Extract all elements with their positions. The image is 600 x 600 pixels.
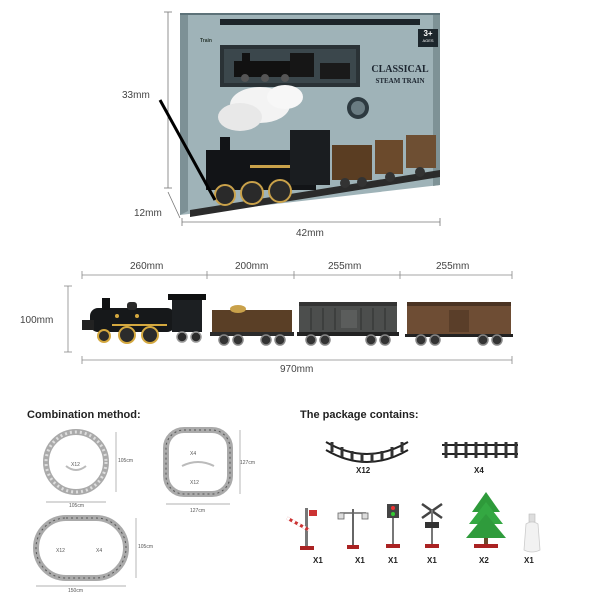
boxcar (405, 302, 513, 346)
curved-track-qty: X12 (356, 466, 371, 475)
age-badge: 3+ (423, 29, 433, 38)
car-length-label: 255mm (436, 261, 470, 272)
box-title-line2: STEAM TRAIN (375, 77, 425, 85)
signal-light-icon (386, 504, 400, 548)
accessory-qty: X1 (313, 556, 323, 565)
smoke-oil-bottle-icon (523, 513, 541, 553)
box-height-label: 33mm (122, 90, 150, 101)
box-width-label: 42mm (296, 228, 324, 239)
freight-car (297, 302, 399, 346)
straight-track-qty: X4 (474, 466, 484, 475)
locomotive (82, 294, 206, 344)
box-title-line1: CLASSICAL (371, 64, 429, 75)
circle-side-label: 105cm (118, 458, 134, 464)
straight-track-icon (442, 442, 518, 458)
product-box (150, 5, 450, 235)
oval-curve-label: X12 (56, 548, 65, 554)
train-height-label: 100mm (20, 315, 54, 326)
train-total-label: 970mm (280, 364, 314, 375)
combination-heading: Combination method: (27, 409, 141, 421)
oval-bottom-label: 150cm (68, 588, 84, 594)
square-track-layout (163, 427, 241, 505)
accessory-qty: X1 (524, 556, 534, 565)
square-curve-label: X12 (190, 480, 199, 486)
oval-straight-label: X4 (96, 548, 103, 554)
square-bottom-label: 127cm (190, 508, 206, 514)
accessory-qty: X2 (479, 556, 489, 565)
curved-track-icon (325, 441, 409, 463)
circle-track-layout (43, 429, 117, 503)
oval-track-layout (33, 515, 137, 587)
car-length-label: 255mm (328, 261, 362, 272)
circle-bottom-label: 105cm (69, 503, 85, 509)
railroad-crossing-gate-icon (286, 508, 317, 550)
accessory-qty: X1 (427, 556, 437, 565)
square-straight-label: X4 (190, 451, 197, 457)
accessory-qty: X1 (355, 556, 365, 565)
street-lamp-icon (337, 509, 369, 549)
circle-piece-label: X12 (71, 462, 80, 468)
age-badge-sub: AGES (422, 38, 434, 43)
square-side-label: 127cm (240, 460, 256, 466)
crossing-sign-icon (421, 502, 443, 548)
accessory-qty: X1 (388, 556, 398, 565)
box-depth-label: 12mm (134, 208, 162, 219)
car-length-label: 260mm (130, 261, 164, 272)
tender-car (210, 305, 294, 346)
pine-tree-icon (466, 492, 506, 548)
package-heading: The package contains: (300, 409, 419, 421)
box-brand: Train (200, 38, 212, 44)
oval-side-label: 105cm (138, 544, 154, 550)
car-length-label: 200mm (235, 261, 269, 272)
